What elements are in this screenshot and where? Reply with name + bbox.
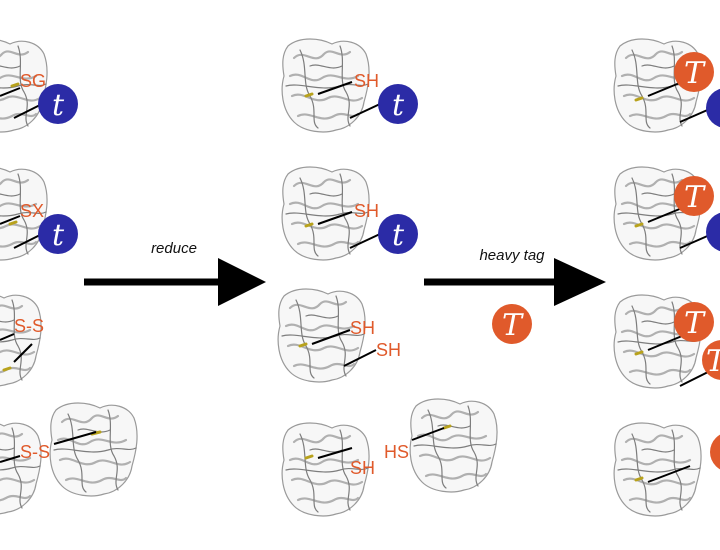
disulfide-label: S-S bbox=[14, 316, 44, 336]
thiol-label: SH bbox=[350, 318, 375, 338]
linker-line bbox=[0, 87, 21, 97]
heavy-tag-circle bbox=[710, 434, 720, 470]
right-row-3: T T bbox=[613, 293, 720, 390]
middle-row-1: SH t bbox=[281, 37, 418, 134]
linker-line bbox=[317, 81, 353, 95]
thiol-label: HS bbox=[384, 442, 409, 462]
thiol-label: SH bbox=[350, 458, 375, 478]
left-row-3: S-S bbox=[0, 291, 44, 388]
left-row-2: SX t bbox=[0, 165, 78, 262]
cysteine-residue bbox=[2, 366, 12, 372]
light-tag-label: t bbox=[392, 88, 405, 123]
cysteine-residue bbox=[304, 222, 314, 228]
protein-structure bbox=[409, 397, 499, 494]
light-tag-circle bbox=[38, 84, 78, 124]
heavy-tag-circle bbox=[492, 304, 532, 344]
linker-line bbox=[647, 207, 683, 223]
light-tag-circle bbox=[38, 214, 78, 254]
linker-line bbox=[647, 465, 691, 483]
light-tag-circle bbox=[706, 88, 720, 128]
cysteine-residue bbox=[10, 82, 20, 88]
protein-structure bbox=[0, 419, 43, 516]
middle-row-3: SH SH T bbox=[277, 287, 532, 384]
linker-line bbox=[647, 81, 683, 97]
heavy-tag-label: heavy tag bbox=[479, 247, 545, 264]
heavy-tag-circle bbox=[702, 340, 720, 380]
protein-structure bbox=[49, 401, 139, 498]
cysteine-residue bbox=[304, 92, 314, 98]
left-row-1: SG t bbox=[0, 37, 78, 134]
linker-line bbox=[53, 431, 97, 445]
heavy-tag-symbol: T bbox=[684, 56, 706, 91]
linker-line bbox=[311, 329, 351, 345]
right-row-2: T bbox=[613, 165, 720, 262]
light-tag-label: t bbox=[52, 88, 65, 123]
linker-line bbox=[317, 447, 353, 459]
cysteine-residue bbox=[8, 220, 18, 226]
linker-line bbox=[13, 343, 33, 363]
middle-row-4: HS SH bbox=[281, 397, 499, 518]
linker-line bbox=[0, 333, 15, 341]
heavy-tag-circle bbox=[674, 176, 714, 216]
thiol-label: SG bbox=[20, 71, 46, 91]
light-tag-label: t bbox=[392, 218, 405, 253]
light-tag-label: t bbox=[52, 218, 65, 253]
light-tag-circle bbox=[378, 214, 418, 254]
linker-line bbox=[349, 103, 381, 119]
left-row-4: S-S bbox=[0, 401, 139, 516]
cysteine-residue bbox=[298, 342, 308, 348]
right-row-4 bbox=[613, 421, 720, 518]
heavy-tag-circle bbox=[674, 52, 714, 92]
arrow-head bbox=[218, 258, 266, 306]
heavy-tag-symbol: T bbox=[684, 306, 706, 341]
light-tag-circle bbox=[706, 212, 720, 252]
thiol-label: SH bbox=[354, 71, 379, 91]
linker-line bbox=[343, 349, 377, 367]
cysteine-residue bbox=[634, 476, 644, 482]
cysteine-residue bbox=[634, 350, 644, 356]
thiol-label: SH bbox=[376, 340, 401, 360]
reduce-arrow: reduce bbox=[84, 240, 266, 306]
heavy-tag-circle bbox=[674, 302, 714, 342]
cysteine-residue bbox=[634, 96, 644, 102]
right-row-1: T bbox=[613, 37, 720, 134]
middle-row-2: SH t bbox=[281, 165, 418, 262]
protein-structure bbox=[0, 291, 43, 388]
thiol-label: SH bbox=[354, 201, 379, 221]
cysteine-residue bbox=[304, 454, 314, 460]
cysteine-residue bbox=[634, 222, 644, 228]
arrow-head bbox=[554, 258, 606, 306]
thiol-label: SX bbox=[20, 201, 44, 221]
heavy-tag-arrow: heavy tag bbox=[424, 247, 606, 306]
linker-line bbox=[647, 335, 683, 351]
linker-line bbox=[317, 211, 353, 225]
cysteine-residue bbox=[442, 424, 452, 430]
linker-line bbox=[349, 233, 381, 249]
protein-structure bbox=[613, 421, 703, 518]
linker-line bbox=[13, 233, 43, 249]
linker-line bbox=[13, 103, 43, 119]
light-tag-circle bbox=[378, 84, 418, 124]
disulfide-label: S-S bbox=[20, 442, 50, 462]
linker-line bbox=[411, 427, 445, 441]
linker-line bbox=[0, 215, 21, 225]
heavy-tag-symbol: T bbox=[502, 308, 524, 343]
heavy-tag-symbol: T bbox=[706, 344, 720, 379]
heavy-tag-symbol: T bbox=[684, 180, 706, 215]
reduce-label: reduce bbox=[151, 240, 197, 257]
linker-line bbox=[0, 455, 21, 463]
